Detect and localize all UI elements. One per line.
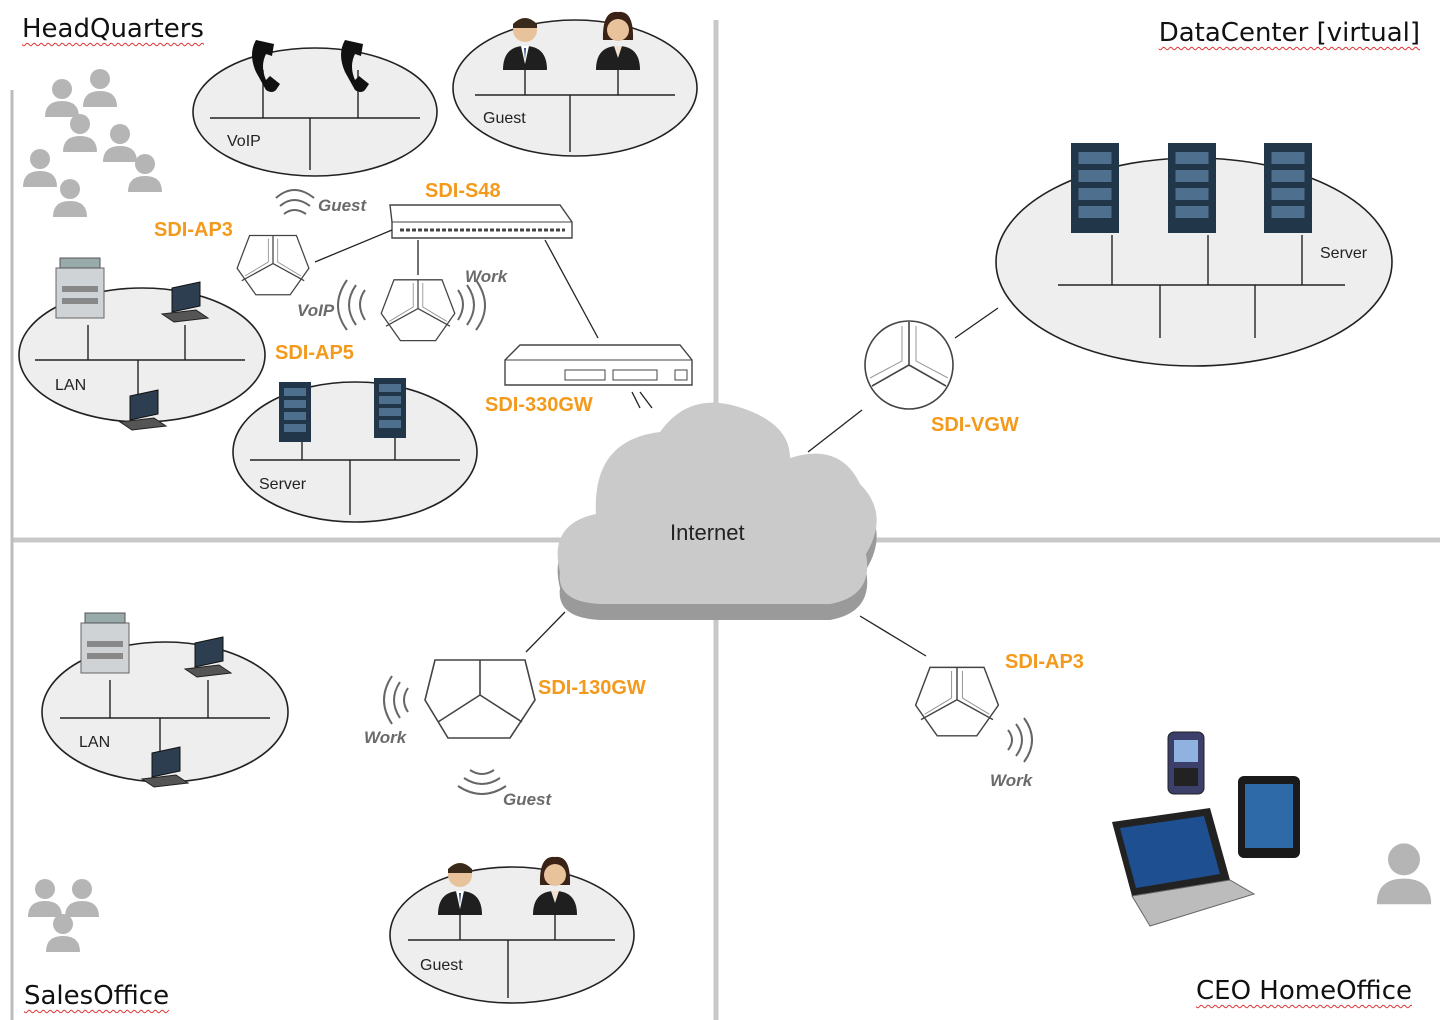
segment-label-server: Server	[1320, 245, 1368, 262]
user-icon	[1376, 843, 1432, 905]
segment-label-server: Server	[259, 476, 307, 493]
hq-guest-segment	[452, 11, 698, 157]
device-label-sdi-vgw: SDI-VGW	[931, 414, 1019, 436]
sales-user-group-icon	[28, 879, 99, 952]
server-rack-icon	[374, 378, 406, 438]
wifi-network-guest: Guest	[503, 790, 552, 809]
wifi-network-work: Work	[990, 771, 1033, 790]
quadrant-title-datacenter: DataCenter [virtual]	[1158, 18, 1420, 48]
phone-icon	[252, 40, 280, 92]
wifi-network-work: Work	[364, 728, 407, 747]
server-rack-icon	[1264, 143, 1312, 233]
wifi-signal-icon	[1007, 717, 1033, 763]
quadrant-title-headquarters: HeadQuarters	[22, 14, 204, 44]
access-point-icon	[914, 666, 1000, 737]
quadrant-title-ceo-homeoffice: CEO HomeOffice	[1196, 976, 1412, 1006]
datacenter-server-segment	[995, 143, 1393, 367]
link-lines	[314, 229, 999, 657]
device-label-sdi-ap5: SDI-AP5	[275, 342, 354, 364]
server-rack-icon	[279, 382, 311, 442]
sdi-330gw-gateway	[504, 344, 693, 386]
hq-voip-segment	[192, 40, 438, 177]
access-point-icon	[236, 234, 310, 296]
device-label-sdi-130gw: SDI-130GW	[538, 677, 646, 699]
wifi-network-guest: Guest	[318, 196, 367, 215]
sdi-s48-switch	[389, 204, 573, 239]
segment-label-guest: Guest	[420, 957, 463, 974]
hq-server-segment	[232, 378, 478, 523]
server-rack-icon	[1168, 143, 1216, 233]
printer-icon	[55, 257, 105, 319]
sales-lan-segment	[41, 612, 289, 788]
segment-label-voip: VoIP	[227, 133, 261, 150]
quadrant-title-salesoffice: SalesOffice	[24, 981, 170, 1011]
user-group-icon	[23, 69, 162, 217]
device-label-sdi-ap3-ceo: SDI-AP3	[1005, 651, 1084, 673]
sdi-130gw-gateway	[424, 659, 536, 739]
sales-guest-segment	[389, 856, 635, 1004]
smartphone-icon	[1167, 731, 1205, 795]
segment-label-lan: LAN	[79, 734, 111, 751]
internet-cloud	[557, 402, 877, 620]
wifi-signal-icon	[275, 189, 486, 331]
sdi-vgw-virtual-gateway	[864, 320, 954, 410]
access-point-icon	[380, 279, 456, 342]
segment-label-guest: Guest	[483, 110, 526, 127]
hq-lan-segment	[18, 257, 266, 431]
wifi-network-voip: VoIP	[297, 301, 335, 320]
device-label-sdi-330gw: SDI-330GW	[485, 394, 593, 416]
laptop-icon	[1112, 808, 1256, 927]
wifi-signal-icon	[383, 675, 507, 795]
wifi-network-work: Work	[465, 267, 508, 286]
device-label-sdi-s48: SDI-S48	[425, 180, 501, 202]
device-label-sdi-ap3-hq: SDI-AP3	[154, 219, 233, 241]
segment-label-lan: LAN	[55, 377, 87, 394]
tablet-icon	[1238, 776, 1300, 858]
printer-icon	[80, 612, 130, 674]
server-rack-icon	[1071, 143, 1119, 233]
phone-icon	[341, 40, 369, 92]
internet-label: Internet	[670, 520, 745, 545]
